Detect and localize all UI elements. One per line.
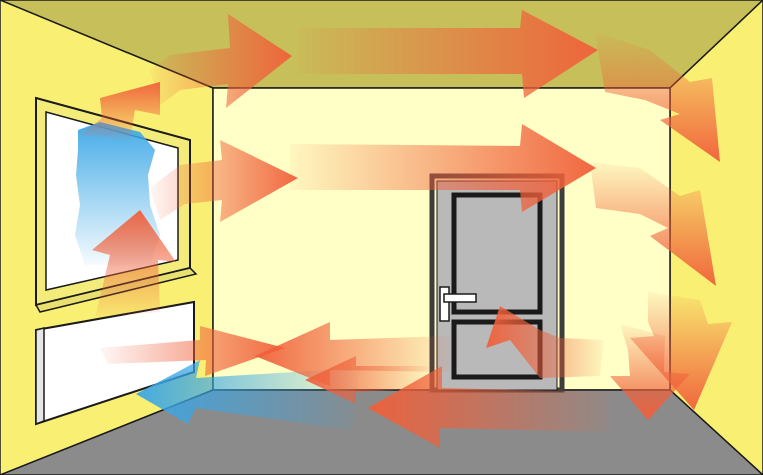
warm-air-arrow xyxy=(92,210,176,318)
warm-air-arrow xyxy=(590,162,716,286)
warm-air-arrow xyxy=(305,356,430,404)
warm-air-arrow xyxy=(290,124,596,212)
door-handle xyxy=(439,286,477,322)
warm-air-arrow xyxy=(595,32,720,162)
warm-air-arrow xyxy=(150,140,298,222)
warm-air-arrow xyxy=(486,306,604,378)
cold-air-arrow xyxy=(136,360,360,430)
warm-air-arrow xyxy=(630,292,732,410)
door-upper-panel xyxy=(451,192,543,315)
warm-air-arrow xyxy=(298,10,598,98)
radiator-side xyxy=(35,327,45,426)
warm-air-arrow xyxy=(610,324,690,420)
warm-airflow xyxy=(80,10,732,448)
warm-air-arrow xyxy=(100,326,285,376)
warm-air-arrow xyxy=(150,14,292,108)
warm-air-arrow xyxy=(80,82,160,140)
